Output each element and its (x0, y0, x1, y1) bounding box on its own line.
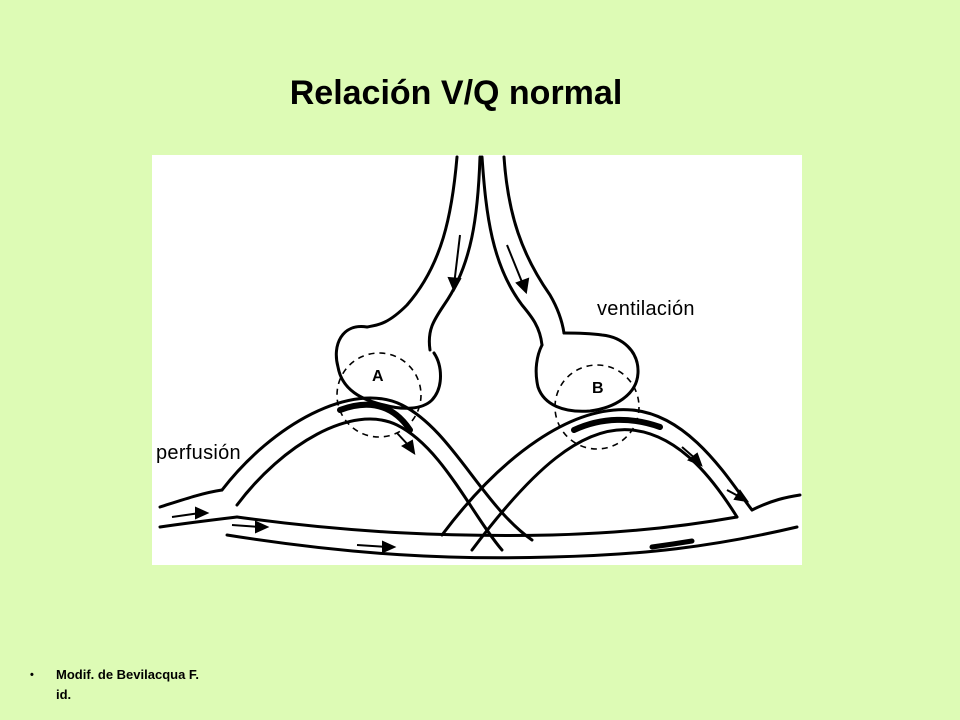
lung-unit-illustration: A B (158, 155, 802, 560)
alveolus-b-label: B (592, 380, 604, 397)
flow-band-b (571, 416, 663, 433)
contact-zone-a (336, 352, 422, 438)
ventilation-label: ventilación (597, 298, 695, 320)
footnote-bullet: • (30, 669, 34, 681)
airway-right-outer-wall (502, 155, 566, 335)
vq-diagram: A B (152, 155, 802, 565)
arrow-airway-left-icon (453, 234, 461, 286)
footnote-line-2: id. (56, 687, 72, 702)
capillary-arch-b-inner (470, 428, 739, 552)
vein-outflow-upper-wall (750, 493, 802, 512)
artery-inflow-lower-wall (158, 515, 239, 529)
artery-inflow-upper-wall (158, 488, 224, 509)
footnote-line-1: Modif. de Bevilacqua F. (56, 667, 200, 682)
capillary-arch-a-inner (235, 417, 504, 552)
slide-title: Relación V/Q normal (289, 74, 623, 112)
capillary-lower-lower-wall (225, 525, 799, 560)
alveolus-a-label: A (372, 368, 384, 385)
capillary-arch-b-outer (440, 408, 754, 537)
perfusion-label: perfusión (156, 442, 241, 464)
airway-left-inner-wall (427, 155, 482, 352)
capillary-lower-upper-wall (235, 515, 739, 537)
flow-band-lower (649, 538, 695, 550)
airway-right-inner-wall (480, 155, 544, 347)
capillary-arch-a-outer (220, 396, 534, 542)
alveolus-b-outline (534, 331, 640, 413)
airway-left-outer-wall (365, 155, 459, 329)
flow-band-a (337, 401, 413, 433)
arrow-airway-right-icon (506, 244, 525, 288)
contact-zone-b (554, 364, 640, 450)
alveolus-a-outline (334, 325, 442, 410)
footnote-text: Modif. de Bevilacqua F. id. (56, 665, 256, 705)
